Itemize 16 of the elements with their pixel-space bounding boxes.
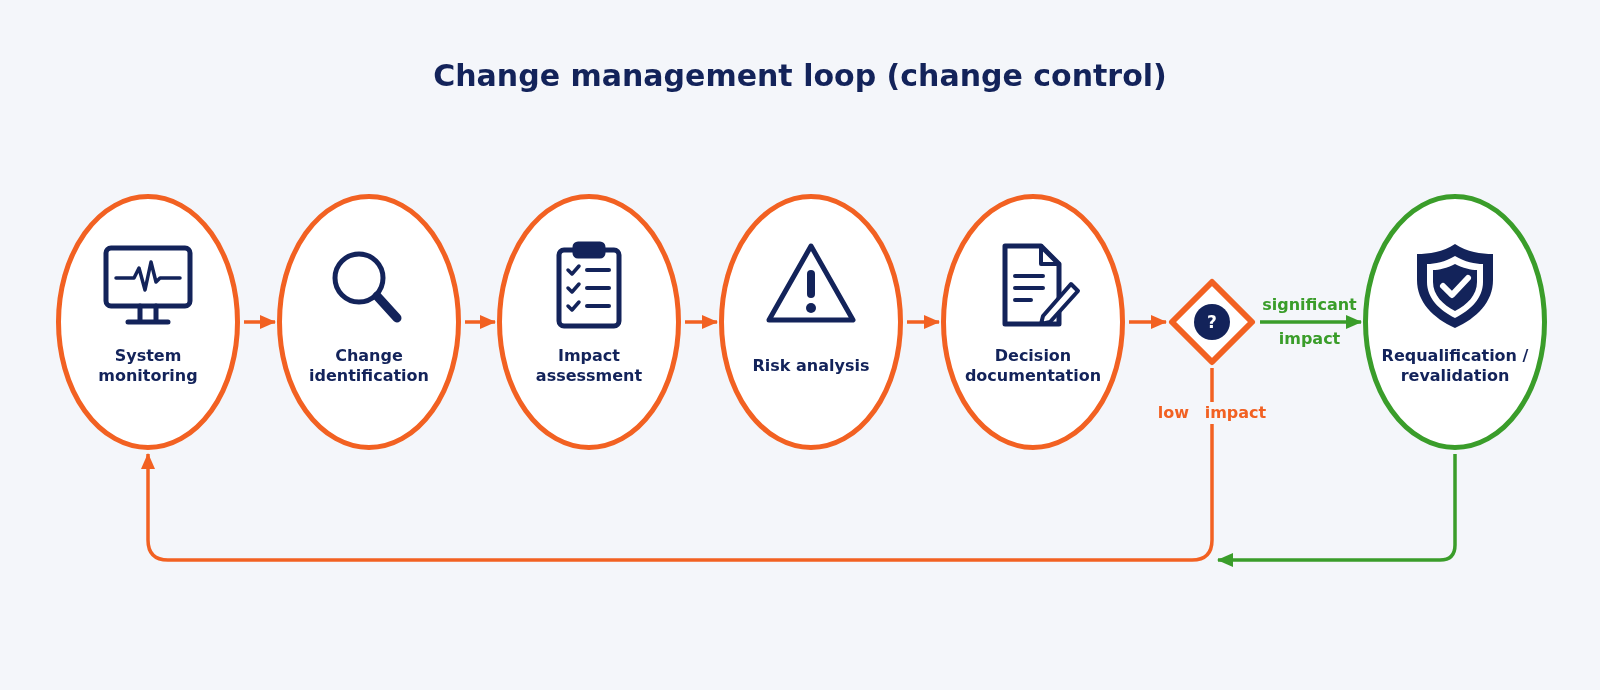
arrow bbox=[1129, 315, 1167, 329]
step-label: Change identification bbox=[308, 346, 430, 386]
step-label: Risk analysis bbox=[752, 356, 870, 376]
arrow bbox=[685, 315, 718, 329]
arrow bbox=[907, 315, 940, 329]
arrow bbox=[244, 315, 276, 329]
step-label: Impact assessment bbox=[534, 346, 644, 386]
arrow bbox=[1260, 315, 1362, 329]
step-label: System monitoring bbox=[97, 346, 199, 386]
arrow bbox=[141, 368, 1214, 562]
diagram-title: Change management loop (change control) bbox=[432, 58, 1168, 93]
step-label: Decision documentation bbox=[963, 346, 1103, 386]
step-label: Requalification / revalidation bbox=[1380, 346, 1530, 386]
arrow bbox=[1217, 454, 1457, 567]
edge-label: significant impact bbox=[1261, 294, 1358, 350]
arrow bbox=[465, 315, 496, 329]
